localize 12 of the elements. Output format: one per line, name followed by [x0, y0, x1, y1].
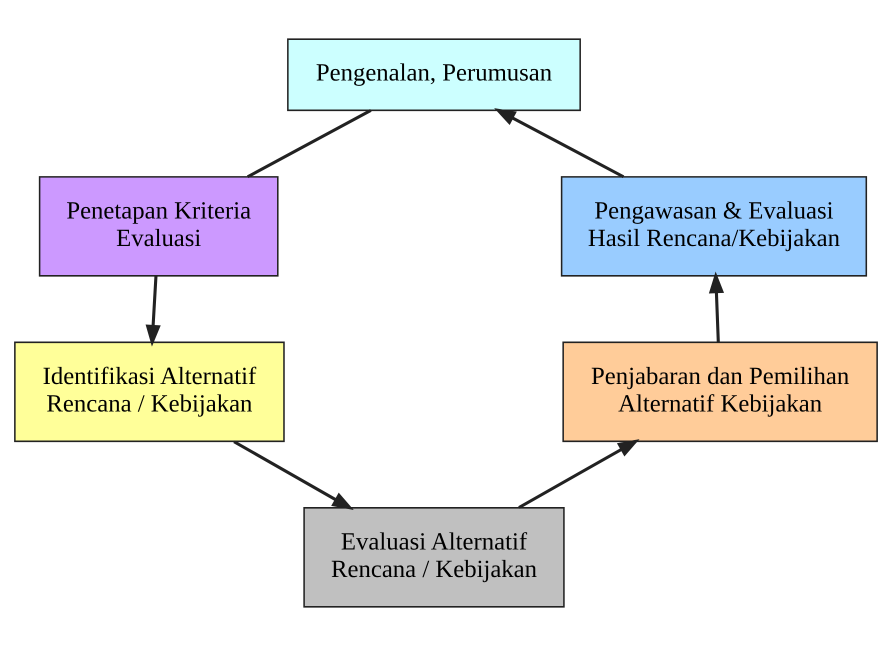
- node-box: Pengawasan & Evaluasi Hasil Rencana/Kebijakan: [560, 176, 868, 277]
- node-box: Penetapan Kriteria Evaluasi: [38, 176, 279, 277]
- node-box: Penjabaran dan Pemilihan Alternatif Kebijakan: [562, 342, 878, 442]
- arrow: [146, 276, 161, 347]
- arrow: [708, 271, 724, 342]
- connector: [246, 109, 372, 178]
- arrow: [233, 440, 354, 510]
- node-box: Pengenalan, Perumusan: [287, 38, 581, 112]
- node-box: Identifikasi Alternatif Rencana / Kebijakan: [14, 342, 285, 442]
- node-box: Evaluasi Alternatif Rencana / Kebijakan: [303, 507, 565, 608]
- arrow: [518, 439, 640, 509]
- arrow: [494, 108, 624, 178]
